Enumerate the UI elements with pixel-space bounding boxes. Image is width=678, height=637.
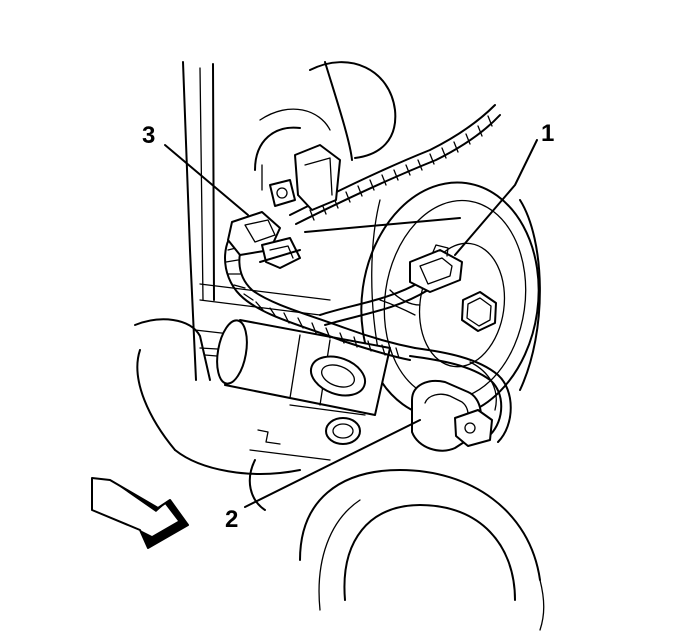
lower-pulley [299, 469, 545, 631]
lower-engine-edge [248, 404, 366, 511]
callout-labels: 1 2 3 [142, 120, 554, 533]
upper-pulley [254, 61, 397, 191]
engine-block [134, 61, 331, 475]
callout-2: 2 [225, 506, 238, 533]
connector-3 [227, 211, 301, 269]
connector-2 [411, 380, 493, 452]
washer [325, 417, 361, 445]
connector-1 [409, 244, 463, 293]
upper-bracket [269, 144, 341, 211]
hex-bolt [461, 291, 497, 332]
callout-3: 3 [142, 122, 155, 149]
callout-1: 1 [541, 120, 554, 147]
view-direction-arrow-icon [91, 477, 189, 549]
callout-leaders [164, 139, 538, 508]
